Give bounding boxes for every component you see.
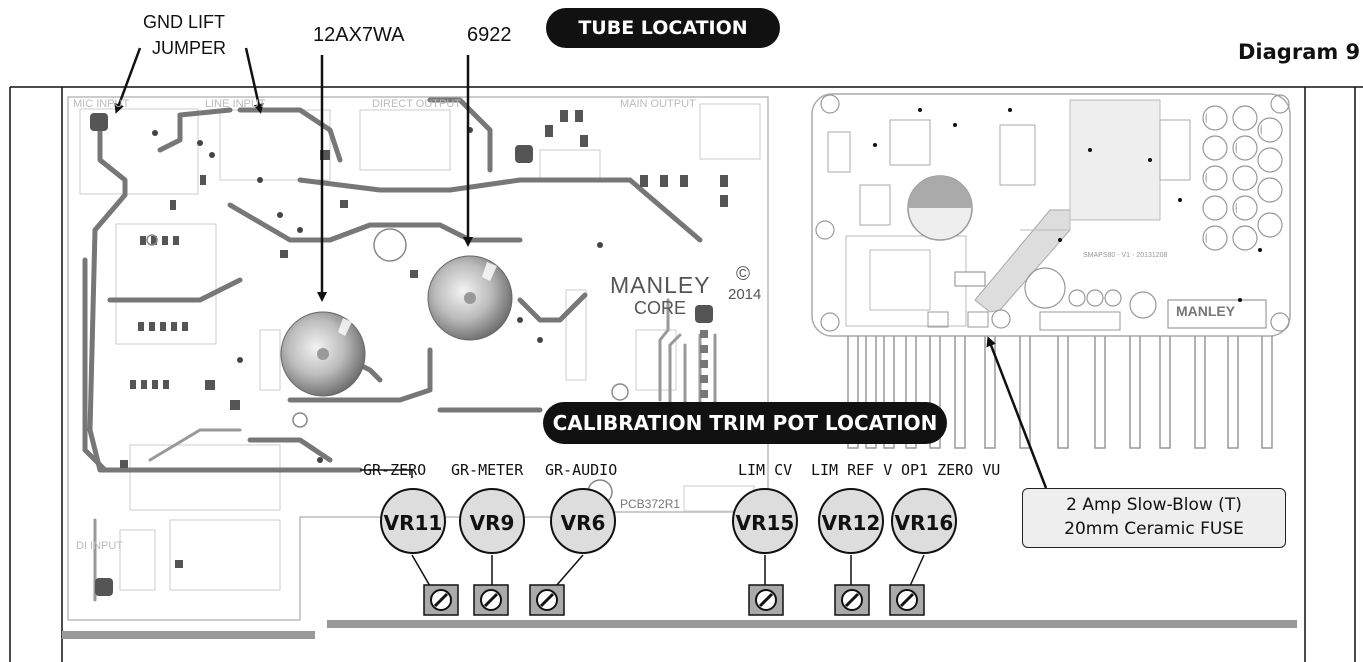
silk-psu-brand: MANLEY (1176, 303, 1236, 319)
badge-vr16: VR16 (891, 488, 957, 554)
silk-mic-input: MIC INPUT (73, 98, 130, 110)
fuse-callout-line1: 2 Amp Slow-Blow (T) (1066, 495, 1242, 515)
front-rail-left (62, 631, 315, 639)
diagram-title: Diagram 9 (1238, 40, 1361, 64)
gnd-lift-label-line1: GND LIFT (143, 12, 226, 32)
fuse-callout-line2: 20mm Ceramic FUSE (1064, 519, 1244, 539)
chassis-frame (9, 86, 1363, 662)
silk-line-input: LINE INPUT (205, 98, 266, 110)
fuse-callout: 2 Amp Slow-Blow (T) 20mm Ceramic FUSE (1022, 488, 1286, 548)
trim-pot-leaders (411, 554, 925, 587)
pot-label-gr-audio: GR-AUDIO (545, 461, 618, 479)
front-rail-right (327, 620, 1297, 628)
psu-board (811, 93, 1291, 337)
tube-12ax7wa (280, 311, 366, 397)
fuse-arrow (986, 336, 1048, 489)
pot-label-op1-zero-vu: OP1 ZERO VU (901, 461, 1001, 479)
pot-label-lim-ref-v: LIM REF V (811, 461, 893, 479)
silk-di-input: DI INPUT (76, 540, 124, 552)
silk-main-output: MAIN OUTPUT (620, 98, 696, 110)
silk-direct-output: DIRECT OUTPUT (372, 98, 462, 110)
silk-psu-name: SMAPS80 - V1 - 20131208 (1083, 252, 1168, 259)
tube-6922-label: 6922 (467, 24, 512, 46)
gnd-lift-label-line2: JUMPER (152, 38, 227, 58)
pointer-arrows (114, 47, 1048, 489)
badge-vr15: VR15 (732, 488, 798, 554)
tube-location-pill: TUBE LOCATION (546, 8, 780, 48)
badge-vr12: VR12 (818, 488, 884, 554)
pot-label-gr-meter: GR-METER (451, 461, 524, 479)
trim-pots (423, 584, 925, 616)
gr-zero-leader (360, 469, 413, 478)
gnd-lift-arrow-right (244, 47, 264, 114)
tube-12ax7wa-label: 12AX7WA (313, 24, 405, 46)
board-copyright-year: 2014 (728, 286, 762, 303)
board-brand-line1: MANLEY (610, 272, 711, 298)
board-brand-line2: CORE (634, 298, 687, 318)
tube-6922 (427, 255, 513, 341)
board-copyright-symbol: © (736, 264, 750, 285)
badge-vr11: VR11 (380, 488, 446, 554)
pot-label-gr-zero: GR-ZERO (363, 461, 427, 479)
gnd-lift-arrow-left (114, 47, 142, 114)
badge-vr9: VR9 (459, 488, 525, 554)
badge-vr6: VR6 (550, 488, 616, 554)
heat-sink-fins (847, 336, 1273, 449)
pot-label-lim-cv: LIM CV (738, 461, 793, 479)
pcb-id-label: PCB372R1 (620, 497, 681, 511)
calibration-trim-pot-pill: CALIBRATION TRIM POT LOCATION (543, 402, 947, 444)
